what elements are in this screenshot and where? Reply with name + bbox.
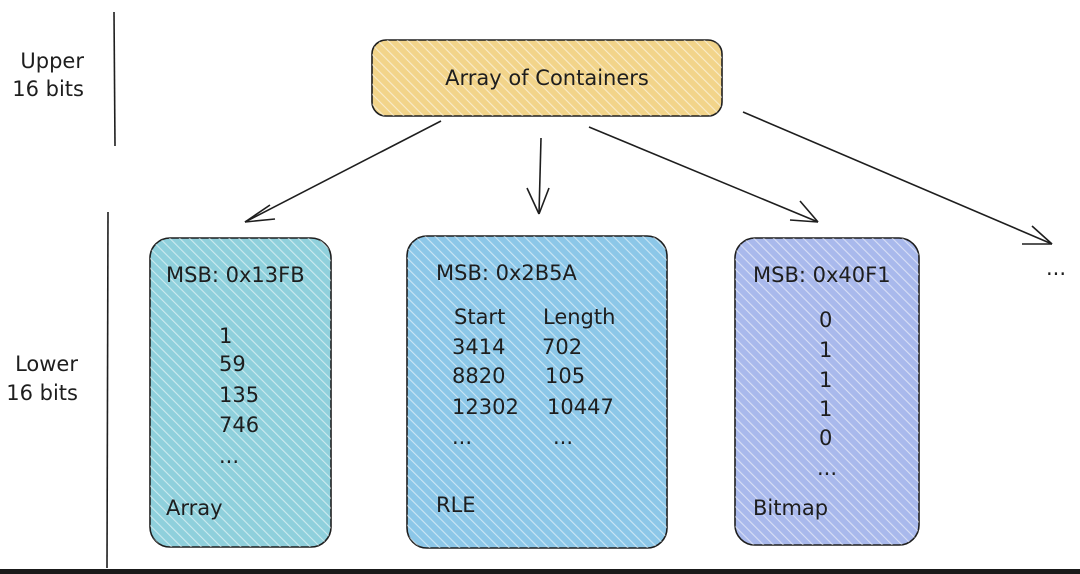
rle-start-value: 3414 — [452, 335, 506, 359]
array-value: 746 — [219, 413, 260, 437]
more-containers-ellipsis: ... — [1046, 256, 1067, 280]
array-value: 1 — [219, 324, 233, 348]
rle-start-value: 8820 — [452, 364, 506, 388]
lower-bits-label-line1: Lower — [15, 352, 78, 376]
array-value: 59 — [219, 352, 246, 376]
bitmap-bit: 1 — [819, 368, 833, 392]
arrow-to-bitmap — [588, 126, 819, 223]
bitmap-type-label: Bitmap — [753, 496, 829, 520]
arrow-to-array — [244, 120, 442, 223]
bitmap-container-box — [734, 237, 920, 546]
lower-divider-line — [106, 211, 109, 569]
arrow-to-rle — [526, 137, 550, 215]
array-value: ... — [219, 444, 240, 468]
upper-divider-line — [113, 11, 116, 147]
rle-start-value: ... — [452, 425, 473, 449]
rle-type-label: RLE — [436, 493, 476, 517]
array-container-box — [149, 237, 332, 548]
rle-length-value: 702 — [542, 335, 583, 359]
rle-container-box — [406, 235, 668, 549]
bitmap-bit: ... — [817, 456, 838, 480]
array-value: 135 — [219, 383, 260, 407]
bitmap-bit: 1 — [819, 338, 833, 362]
rle-header-length: Length — [543, 305, 616, 329]
root-container-box — [371, 39, 723, 117]
rle-msb-label: MSB: 0x2B5A — [436, 261, 577, 285]
upper-bits-label-line2: 16 bits — [12, 77, 84, 101]
array-msb-label: MSB: 0x13FB — [166, 263, 305, 287]
rle-length-value: 105 — [545, 364, 586, 388]
arrow-to-more — [742, 111, 1053, 245]
lower-bits-label-line2: 16 bits — [6, 381, 78, 405]
rle-start-value: 12302 — [452, 395, 519, 419]
rle-header-start: Start — [454, 305, 506, 329]
bitmap-msb-label: MSB: 0x40F1 — [753, 263, 891, 287]
bitmap-bit: 0 — [819, 308, 833, 332]
bitmap-bit: 1 — [819, 397, 833, 421]
root-title: Array of Containers — [445, 66, 649, 90]
rle-length-value: ... — [553, 425, 574, 449]
rle-length-value: 10447 — [547, 395, 614, 419]
upper-bits-label-line1: Upper — [20, 49, 84, 73]
array-type-label: Array — [166, 496, 223, 520]
bitmap-bit: 0 — [819, 426, 833, 450]
bottom-edge-bar — [0, 569, 1080, 574]
